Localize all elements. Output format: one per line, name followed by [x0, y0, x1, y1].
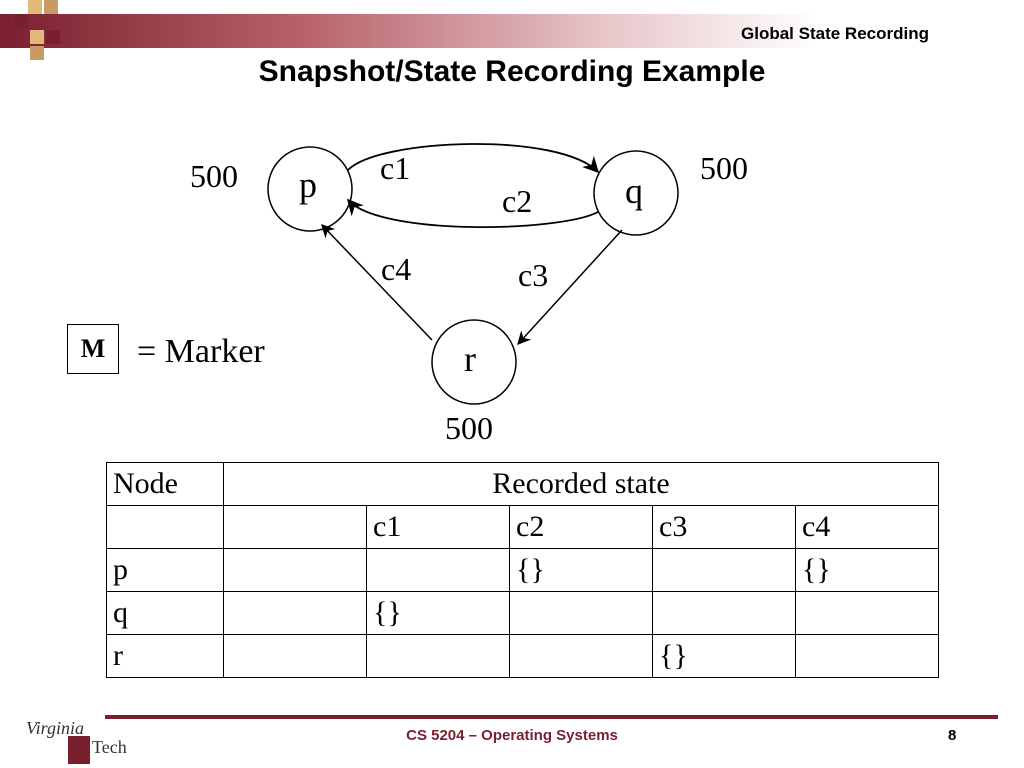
node-r-label: r — [464, 339, 476, 379]
marker-symbol-box: M — [67, 324, 119, 374]
page-number: 8 — [948, 727, 957, 744]
header-bar — [0, 14, 1024, 48]
recorded-state-table: Node Recorded state c1 c2 c3 c4 p {} {} … — [106, 462, 939, 678]
table-cell — [223, 634, 367, 678]
section-title: Global State Recording — [741, 24, 929, 43]
table-cell — [652, 548, 796, 592]
decor-square — [44, 0, 58, 14]
logo-virginia-text: Virginia — [26, 718, 84, 738]
row-node: q — [106, 591, 224, 635]
table-cell — [223, 548, 367, 592]
table-cell — [795, 591, 939, 635]
process-graph — [267, 143, 679, 405]
decor-square — [30, 46, 44, 60]
table-header-row: Node Recorded state — [106, 462, 939, 506]
channel-c1-label: c1 — [380, 150, 411, 186]
table-cell — [223, 505, 367, 549]
slide-title: Snapshot/State Recording Example — [258, 55, 766, 88]
channel-c2-arrow — [346, 198, 599, 229]
table-cell — [509, 591, 653, 635]
logo-mark-icon — [68, 736, 90, 764]
table-cell — [652, 591, 796, 635]
node-q-balance: 500 — [700, 150, 748, 186]
node-q-circle — [593, 150, 679, 236]
row-node: r — [106, 634, 224, 678]
channel-header-c4: c4 — [795, 505, 939, 549]
node-q-label: q — [625, 171, 643, 211]
header-recorded-state: Recorded state — [223, 462, 939, 506]
table-cell — [509, 634, 653, 678]
table-cell — [106, 505, 224, 549]
channel-header-c2: c2 — [509, 505, 653, 549]
decor-square — [14, 14, 28, 28]
channel-c3-label: c3 — [518, 257, 549, 293]
table-row: r {} — [106, 634, 939, 678]
channel-c4-arrow — [321, 224, 433, 341]
logo-tech-text: Tech — [92, 737, 127, 757]
table-row: q {} — [106, 591, 939, 635]
channel-c2-label: c2 — [502, 183, 533, 219]
table-cell: {} — [652, 634, 796, 678]
node-r-circle — [431, 319, 517, 405]
table-cell: {} — [366, 591, 510, 635]
row-node: p — [106, 548, 224, 592]
footer-course: CS 5204 – Operating Systems — [406, 727, 618, 744]
channel-c1-arrow — [347, 143, 600, 174]
channel-c4-label: c4 — [381, 251, 412, 287]
node-p-circle — [267, 146, 353, 232]
footer-divider — [105, 715, 998, 719]
node-p-label: p — [299, 165, 317, 205]
channel-header-c3: c3 — [652, 505, 796, 549]
channel-header-c1: c1 — [366, 505, 510, 549]
table-cell — [223, 591, 367, 635]
decor-square — [28, 0, 42, 14]
node-r-balance: 500 — [445, 410, 493, 446]
node-p-balance: 500 — [190, 158, 238, 194]
marker-legend-text: = Marker — [137, 333, 265, 370]
header-node: Node — [106, 462, 224, 506]
decor-square — [30, 30, 44, 44]
table-row: p {} {} — [106, 548, 939, 592]
table-cell — [366, 634, 510, 678]
table-cell — [795, 634, 939, 678]
table-channel-row: c1 c2 c3 c4 — [106, 505, 939, 549]
table-cell: {} — [509, 548, 653, 592]
decor-square — [46, 30, 60, 44]
table-cell — [366, 548, 510, 592]
channel-c3-arrow — [517, 229, 623, 345]
table-cell: {} — [795, 548, 939, 592]
